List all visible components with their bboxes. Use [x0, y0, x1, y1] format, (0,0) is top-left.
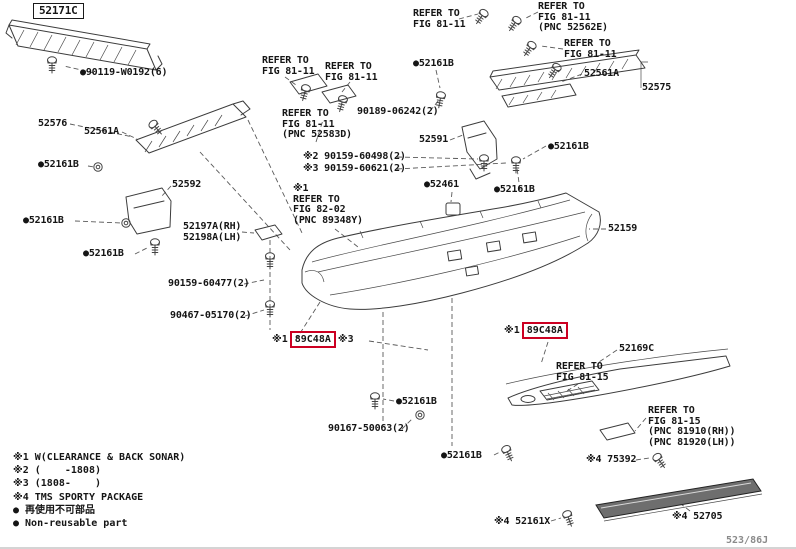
screw-icon [561, 508, 577, 529]
refer-note-fig81-11-e: REFER TO FIG 81-11 [564, 38, 617, 60]
highlighted-part-89c48a-right[interactable]: 89C48A [521, 322, 568, 339]
drawing-code: 523/86J [726, 535, 769, 546]
clip-icon [121, 218, 131, 228]
clip-icon [93, 162, 103, 172]
screw-icon [150, 238, 160, 256]
screw-icon [265, 252, 275, 270]
part-label-52576[interactable]: 52576 [38, 118, 68, 129]
highlight-group-left: ※1 89C48A ※3 [272, 331, 354, 348]
screw-icon [545, 61, 564, 81]
clip-icon [415, 410, 425, 420]
part-label-52197a-52198a[interactable]: 52197A(RH) 52198A(LH) [183, 221, 242, 243]
part-label-52161b-b2[interactable]: ●52161B [441, 450, 482, 461]
screw-icon [520, 39, 539, 59]
legend: ※1 W(CLEARANCE & BACK SONAR) ※2 ( -1808)… [13, 451, 185, 530]
part-label-52591[interactable]: 52591 [419, 134, 449, 145]
part-label-52161b-b1[interactable]: ●52161B [396, 396, 437, 407]
bumper-cover-drawing [301, 192, 601, 310]
part-label-90119-w0192[interactable]: ●90119-W0192(6) [80, 67, 168, 78]
note-mark-1b: ※1 [504, 325, 520, 336]
part-label-52705[interactable]: ※4 52705 [672, 511, 723, 522]
part-label-52159[interactable]: 52159 [608, 223, 638, 234]
part-label-90159-60498[interactable]: ※2 90159-60498(2) [303, 151, 406, 162]
left-bracket-drawing [125, 100, 283, 241]
screw-icon [370, 392, 380, 410]
refer-note-fig81-11-c: REFER TO FIG 81-11 [413, 8, 466, 30]
refer-note-fig81-11-f: REFER TO FIG 81-11 (PNC 52583D) [282, 108, 352, 140]
part-label-52161x[interactable]: ※4 52161X [494, 516, 551, 527]
refer-note-fig81-11-a: REFER TO FIG 81-11 [262, 55, 315, 77]
part-label-52161b-c1[interactable]: ●52161B [494, 184, 535, 195]
part-label-52169c[interactable]: 52169C [619, 343, 654, 354]
reinforcement-drawing [5, 19, 163, 71]
highlight-group-right: ※1 89C48A [504, 322, 568, 339]
screw-icon [479, 154, 489, 172]
part-label-75392[interactable]: ※4 75392 [586, 454, 637, 465]
part-label-90189-06242[interactable]: 90189-06242(2) [357, 106, 439, 117]
part-label-52161b-l3[interactable]: ●52161B [83, 248, 124, 259]
part-label-52171c[interactable]: 52171C [33, 3, 84, 19]
legend-item-nonreusable-jp: ● 再使用不可部品 [13, 504, 96, 516]
screw-icon [146, 118, 166, 138]
note-mark-3: ※3 [337, 334, 354, 345]
spoiler-drawing [595, 478, 763, 522]
legend-item-note3: ※3 (1808- ) [13, 478, 101, 490]
refer-note-fig81-15-a: REFER TO FIG 81-15 [556, 361, 609, 383]
absorber-drawing [489, 49, 648, 108]
part-label-90167-50063[interactable]: 90167-50063(2) [328, 423, 410, 434]
part-label-52561a-left[interactable]: 52561A [84, 126, 119, 137]
legend-item-nonreusable-en: ● Non-reusable part [13, 518, 128, 530]
screw-icon [472, 7, 491, 27]
part-label-52575[interactable]: 52575 [642, 82, 672, 93]
note-mark-1: ※1 [272, 334, 288, 345]
part-label-52161b-top[interactable]: ●52161B [413, 58, 454, 69]
part-label-52461[interactable]: ●52461 [424, 179, 459, 190]
part-label-52161b-l2[interactable]: ●52161B [23, 215, 64, 226]
refer-note-fig81-11-d: REFER TO FIG 81-11 (PNC 52562E) [538, 1, 608, 33]
part-label-52561a-right[interactable]: 52561A [584, 68, 619, 79]
lower-trim-drawing [505, 348, 731, 441]
part-label-52161b-l1[interactable]: ●52161B [38, 159, 79, 170]
screw-icon [297, 83, 312, 103]
part-label-90159-60621[interactable]: ※3 90159-60621(2) [303, 163, 406, 174]
screw-icon [47, 56, 57, 74]
screw-icon [505, 14, 524, 34]
leader-lines [63, 11, 691, 522]
refer-note-fig82-02: ※1 REFER TO FIG 82-02 (PNC 89348Y) [293, 183, 363, 226]
part-label-52161b-r1[interactable]: ●52161B [548, 141, 589, 152]
highlighted-part-89c48a-left[interactable]: 89C48A [289, 331, 336, 348]
part-label-90467-05170[interactable]: 90467-05170(2) [170, 310, 252, 321]
legend-item-note2: ※2 ( -1808) [13, 465, 101, 477]
part-label-52592[interactable]: 52592 [172, 179, 202, 190]
top-bracket-drawing [289, 73, 498, 180]
screw-icon [511, 156, 521, 174]
screw-icon [650, 451, 669, 471]
refer-note-fig81-11-b: REFER TO FIG 81-11 [325, 61, 378, 83]
part-label-90159-60477[interactable]: 90159-60477(2) [168, 278, 250, 289]
refer-note-fig81-15-b: REFER TO FIG 81-15 (PNC 81910(RH)) (PNC … [648, 405, 736, 448]
legend-item-note4: ※4 TMS SPORTY PACKAGE [13, 491, 144, 503]
legend-item-note1: ※1 W(CLEARANCE & BACK SONAR) [13, 452, 186, 463]
screw-icon [500, 443, 517, 464]
screw-icon [265, 300, 275, 318]
